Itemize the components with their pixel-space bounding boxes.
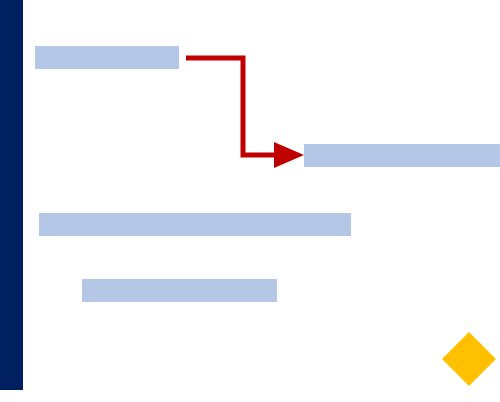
arrow-right-icon: [274, 142, 304, 168]
left-accent-bar: [0, 0, 23, 390]
diagram-box-4: [82, 279, 277, 302]
diagram-box-3: [39, 213, 351, 236]
diagram-box-1: [35, 46, 179, 69]
connector-line: [186, 55, 276, 158]
diagram-box-2: [304, 144, 500, 167]
diamond-icon: [442, 332, 496, 386]
